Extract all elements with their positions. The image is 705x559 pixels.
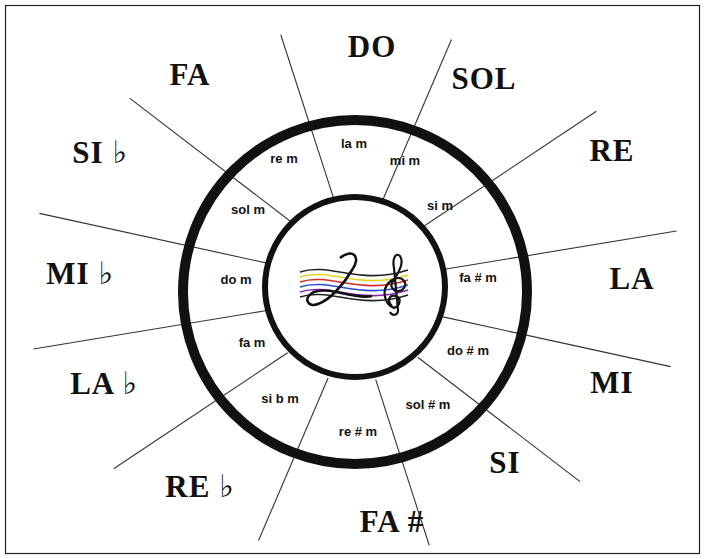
major-key: LA ♭	[70, 368, 138, 399]
major-key: RE	[589, 135, 634, 166]
minor-key: re # m	[339, 425, 377, 438]
sector-line	[33, 311, 265, 349]
major-key: MI	[590, 367, 633, 398]
major-key: RE ♭	[165, 471, 234, 502]
minor-key: do m	[220, 273, 251, 286]
music-logo	[300, 254, 408, 315]
major-key: SI ♭	[72, 137, 128, 168]
minor-key: mi m	[390, 154, 420, 167]
major-key: FA #	[360, 506, 425, 537]
sector-line	[418, 357, 580, 481]
minor-key: si b m	[261, 392, 299, 405]
frame	[6, 6, 700, 554]
sector-line	[443, 317, 671, 367]
minor-key: do # m	[447, 344, 489, 357]
major-key: SOL	[451, 63, 516, 94]
major-key: DO	[348, 31, 397, 62]
minor-key: fa m	[239, 336, 266, 349]
major-key: MI ♭	[46, 258, 114, 289]
major-key: LA	[609, 263, 654, 294]
sector-lines	[33, 35, 676, 546]
minor-key: sol # m	[406, 398, 451, 411]
outer-ring	[183, 120, 527, 464]
major-key: FA	[169, 59, 210, 90]
minor-key: si m	[427, 199, 453, 212]
minor-key: la m	[341, 137, 367, 150]
inner-ring	[265, 197, 445, 377]
treble-clef	[385, 255, 406, 315]
minor-key: fa # m	[459, 271, 497, 284]
minor-key: sol m	[231, 203, 265, 216]
major-key: SI	[489, 447, 520, 478]
sector-line	[39, 213, 267, 263]
script-letter	[307, 254, 372, 305]
minor-key: re m	[270, 152, 297, 165]
